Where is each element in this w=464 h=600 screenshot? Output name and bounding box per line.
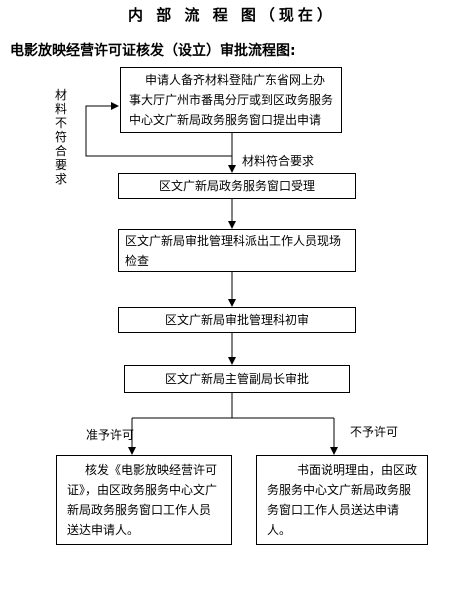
- edge-label-meet: 材料符合要求: [242, 154, 315, 168]
- node-approve-result: 核发《电影放映经营许可证》，由区政务服务中心文广新局政务服务窗口工作人员送达申请…: [56, 455, 232, 545]
- node-reject-result: 书面说明理由，由区政务服务中心文广新局政务服务窗口工作人员送达申请人。: [256, 455, 428, 545]
- node-apply: 申请人备齐材料登陆广东省网上办事大厅广州市番禺分厅或到区政务服务中心文广新局政务…: [120, 67, 342, 133]
- edge-label-approve: 准予许可: [86, 428, 135, 442]
- edge-label-reject: 不予许可: [350, 425, 399, 439]
- edge-label-not-meet: 材料不符合要求: [54, 88, 67, 186]
- node-inspect: 区文广新局审批管理科派出工作人员现场检查: [118, 229, 356, 272]
- node-accept-text: 区文广新局政务服务窗口受理: [158, 179, 315, 193]
- node-reject-result-text: 书面说明理由，由区政务服务中心文广新局政务服务窗口工作人员送达申请人。: [267, 463, 418, 537]
- page-title: 内 部 流 程 图（现在）: [128, 6, 336, 24]
- node-initial-review-text: 区文广新局审批管理科初审: [164, 313, 309, 327]
- node-initial-review: 区文广新局审批管理科初审: [118, 307, 356, 333]
- node-approve-result-text: 核发《电影放映经营许可证》，由区政务服务中心文广新局政务服务窗口工作人员送达申请…: [67, 463, 218, 537]
- node-apply-text: 申请人备齐材料登陆广东省网上办事大厅广州市番禺分厅或到区政务服务中心文广新局政务…: [129, 73, 334, 127]
- node-accept: 区文广新局政务服务窗口受理: [118, 173, 356, 199]
- diagram-subtitle: 电影放映经营许可证核发（设立）审批流程图:: [10, 43, 296, 59]
- node-inspect-text: 区文广新局审批管理科派出工作人员现场检查: [125, 234, 342, 268]
- node-director-review-text: 区文广新局主管副局长审批: [164, 372, 309, 386]
- node-director-review: 区文广新局主管副局长审批: [124, 365, 350, 393]
